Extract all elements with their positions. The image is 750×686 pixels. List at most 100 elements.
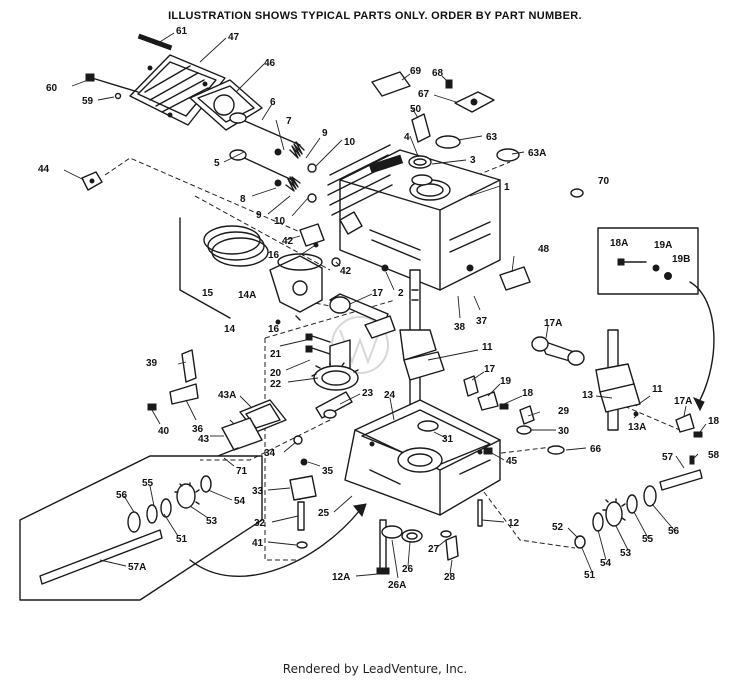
callout-36: 36 — [192, 424, 204, 435]
callout-56-right: 56 — [668, 526, 680, 537]
callout-59: 59 — [82, 96, 94, 107]
center-small-parts — [463, 375, 565, 455]
callout-27: 27 — [428, 544, 440, 555]
callout-17A-upper: 17A — [544, 318, 562, 329]
callout-11-right: 11 — [652, 384, 663, 395]
callout-3: 3 — [470, 155, 476, 166]
callout-33: 33 — [252, 486, 264, 497]
cylinder-block — [327, 144, 501, 291]
callout-11-center: 11 — [482, 342, 493, 353]
callout-38: 38 — [454, 322, 466, 333]
callout-69: 69 — [410, 66, 422, 77]
callout-4: 4 — [404, 132, 410, 143]
callout-44: 44 — [38, 164, 50, 175]
piston-assembly — [179, 217, 323, 325]
callout-53-right: 53 — [620, 548, 632, 559]
callout-10-lower: 10 — [274, 216, 286, 227]
callout-31: 31 — [442, 434, 454, 445]
callout-52: 52 — [552, 522, 564, 533]
breather-part — [81, 171, 103, 191]
callout-54-right: 54 — [600, 558, 612, 569]
governor-shaft — [289, 435, 317, 549]
callout-40: 40 — [158, 426, 170, 437]
callout-9-upper: 9 — [322, 128, 328, 139]
callout-68: 68 — [432, 68, 444, 79]
callout-17-rod: 17 — [372, 288, 384, 299]
callout-61: 61 — [176, 26, 188, 37]
callout-2: 2 — [398, 288, 404, 299]
misc-small-parts — [299, 223, 341, 267]
callout-67: 67 — [418, 89, 430, 100]
callout-47: 47 — [228, 32, 240, 43]
callout-37: 37 — [476, 316, 488, 327]
callout-28: 28 — [444, 572, 456, 583]
callout-56-left: 56 — [116, 490, 128, 501]
callout-34: 34 — [264, 448, 276, 459]
callout-18-right: 18 — [708, 416, 720, 427]
callout-21: 21 — [270, 349, 282, 360]
callout-23: 23 — [362, 388, 374, 399]
footer-credit: Rendered by LeadVenture, Inc. — [282, 662, 468, 676]
leader-lines — [63, 32, 707, 579]
callout-55-right: 55 — [642, 534, 654, 545]
callout-57A: 57A — [128, 562, 146, 573]
callout-10-upper: 10 — [344, 137, 356, 148]
callout-32: 32 — [254, 518, 266, 529]
callout-labels: 61 47 60 59 46 69 68 67 50 63 63A 4 3 1 … — [38, 26, 720, 591]
callout-53-left: 53 — [206, 516, 218, 527]
callout-70: 70 — [598, 176, 610, 187]
callout-43: 43 — [198, 434, 210, 445]
callout-50: 50 — [410, 104, 422, 115]
callout-12: 12 — [508, 518, 520, 529]
callout-66: 66 — [590, 444, 602, 455]
block-top-parts — [371, 71, 584, 291]
callout-22: 22 — [270, 379, 282, 390]
callout-42-lower: 42 — [340, 266, 352, 277]
callout-43A: 43A — [218, 390, 236, 401]
callout-18A: 18A — [610, 238, 628, 249]
callout-26: 26 — [402, 564, 414, 575]
callout-26A: 26A — [388, 580, 406, 591]
callout-13: 13 — [582, 390, 594, 401]
detail-box — [597, 227, 715, 412]
callout-51-left: 51 — [176, 534, 188, 545]
callout-19A: 19A — [654, 240, 672, 251]
detail-inset-left — [19, 455, 367, 601]
callout-46: 46 — [264, 58, 276, 69]
governor-parts — [147, 349, 353, 457]
callout-30: 30 — [558, 426, 570, 437]
header-note: ILLUSTRATION SHOWS TYPICAL PARTS ONLY. O… — [168, 10, 582, 22]
callout-16-upper: 16 — [268, 250, 280, 261]
callout-35: 35 — [322, 466, 334, 477]
callout-55-left: 55 — [142, 478, 154, 489]
connecting-rod — [329, 293, 396, 339]
callout-20: 20 — [270, 368, 282, 379]
callout-12A: 12A — [332, 572, 350, 583]
camshaft — [305, 333, 359, 391]
callout-8: 8 — [240, 194, 246, 205]
callout-14: 14 — [224, 324, 236, 335]
callout-1: 1 — [504, 182, 510, 193]
cylinder-head — [129, 33, 263, 131]
callout-39: 39 — [146, 358, 158, 369]
head-bolts — [85, 73, 139, 100]
callout-63: 63 — [486, 132, 498, 143]
callout-5: 5 — [214, 158, 220, 169]
crankshaft-right — [531, 329, 703, 438]
callout-48: 48 — [538, 244, 550, 255]
callout-51-right: 51 — [584, 570, 596, 581]
callout-29: 29 — [558, 406, 570, 417]
callout-63A: 63A — [528, 148, 546, 159]
callout-17A-lower: 17A — [674, 396, 692, 407]
callout-24: 24 — [384, 390, 396, 401]
valve-train — [229, 112, 317, 203]
callout-13A: 13A — [628, 422, 646, 433]
callout-60: 60 — [46, 83, 58, 94]
callout-71: 71 — [236, 466, 248, 477]
callout-18-center: 18 — [522, 388, 534, 399]
callout-17-center: 17 — [484, 364, 496, 375]
callout-19: 19 — [500, 376, 512, 387]
callout-19B: 19B — [672, 254, 690, 265]
